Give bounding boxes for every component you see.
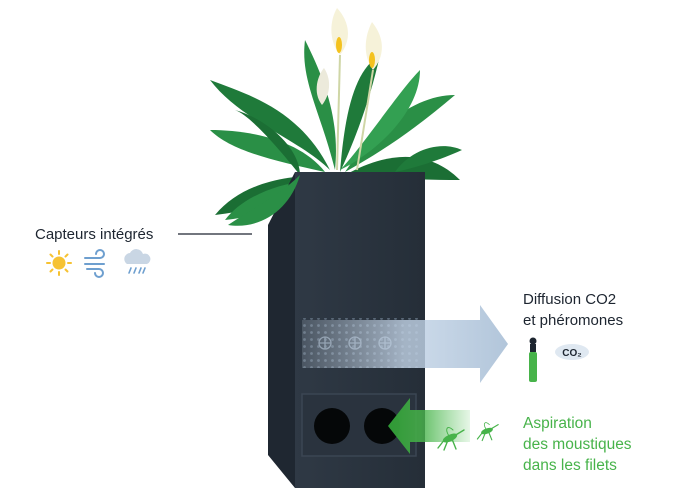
box-side <box>268 172 295 488</box>
flower <box>316 68 330 105</box>
aspiration-label: Aspiration des moustiques dans les filet… <box>523 415 632 474</box>
mosquito-icon <box>437 427 465 451</box>
diffusion-label: Diffusion CO2 et phéromones <box>523 291 624 329</box>
co2-badge-icon: CO₂ <box>555 344 589 360</box>
suction-hole <box>364 408 400 444</box>
leaf <box>210 80 330 170</box>
co2-cartridge-icon <box>529 337 537 382</box>
leaf <box>304 40 336 170</box>
sun-icon <box>46 250 72 276</box>
wind-icon <box>84 249 105 278</box>
suction-hole <box>314 408 350 444</box>
leaf <box>340 70 420 170</box>
leaf <box>345 95 455 172</box>
diffusion-arrow <box>302 305 508 383</box>
sensors-label: Capteurs intégrés <box>35 226 154 243</box>
flower <box>331 8 348 55</box>
co2-badge-text: CO₂ <box>562 348 581 359</box>
rain-cloud-icon <box>124 249 151 274</box>
mosquito-icon <box>476 422 499 442</box>
